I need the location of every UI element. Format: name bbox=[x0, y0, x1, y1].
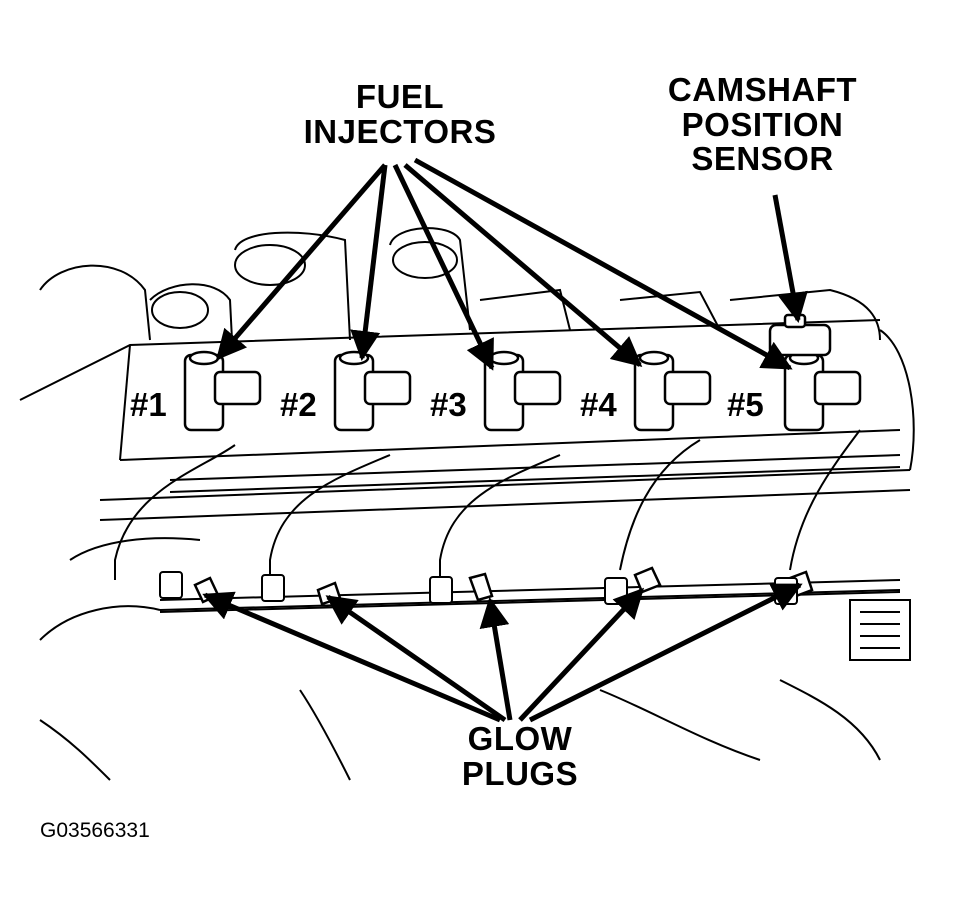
injector-4-icon bbox=[633, 350, 712, 432]
glow-plugs-line-1: GLOW bbox=[467, 720, 573, 757]
camshaft-sensor-line-2: POSITION bbox=[681, 105, 844, 143]
injector-1-icon bbox=[183, 350, 262, 432]
injector-2-icon bbox=[333, 350, 412, 432]
cylinder-label-5: #5 bbox=[727, 386, 764, 423]
camshaft-sensor-line-1: CAMSHAFT bbox=[667, 71, 858, 108]
camshaft-sensor-label: CAMSHAFT POSITION SENSOR bbox=[650, 71, 875, 178]
glow-plugs bbox=[193, 566, 814, 606]
glow-plug-arrows bbox=[202, 582, 803, 723]
cylinder-label-2: #2 bbox=[280, 386, 317, 423]
injector-3-icon bbox=[483, 350, 562, 432]
glow-plugs-line-2: PLUGS bbox=[461, 754, 579, 792]
fuel-injectors-line-2: INJECTORS bbox=[303, 112, 497, 150]
cylinder-label-1: #1 bbox=[130, 386, 167, 423]
figure-code: G03566331 bbox=[40, 819, 150, 842]
glow-plug-4-icon bbox=[633, 566, 662, 594]
glow-plug-3-icon bbox=[468, 572, 494, 602]
camshaft-arrow bbox=[772, 194, 808, 323]
injector-5-icon bbox=[783, 350, 862, 432]
fuel-injectors-line-1: FUEL bbox=[355, 78, 445, 115]
cylinder-label-3: #3 bbox=[430, 386, 467, 423]
engine-outline bbox=[19, 227, 915, 781]
fuel-injector-arrows bbox=[216, 157, 793, 371]
camshaft-sensor-line-3: SENSOR bbox=[691, 140, 834, 178]
glow-plugs-label: GLOW PLUGS bbox=[430, 720, 610, 792]
cylinder-label-4: #4 bbox=[580, 386, 617, 423]
fuel-injectors-label: FUEL INJECTORS bbox=[290, 78, 510, 150]
